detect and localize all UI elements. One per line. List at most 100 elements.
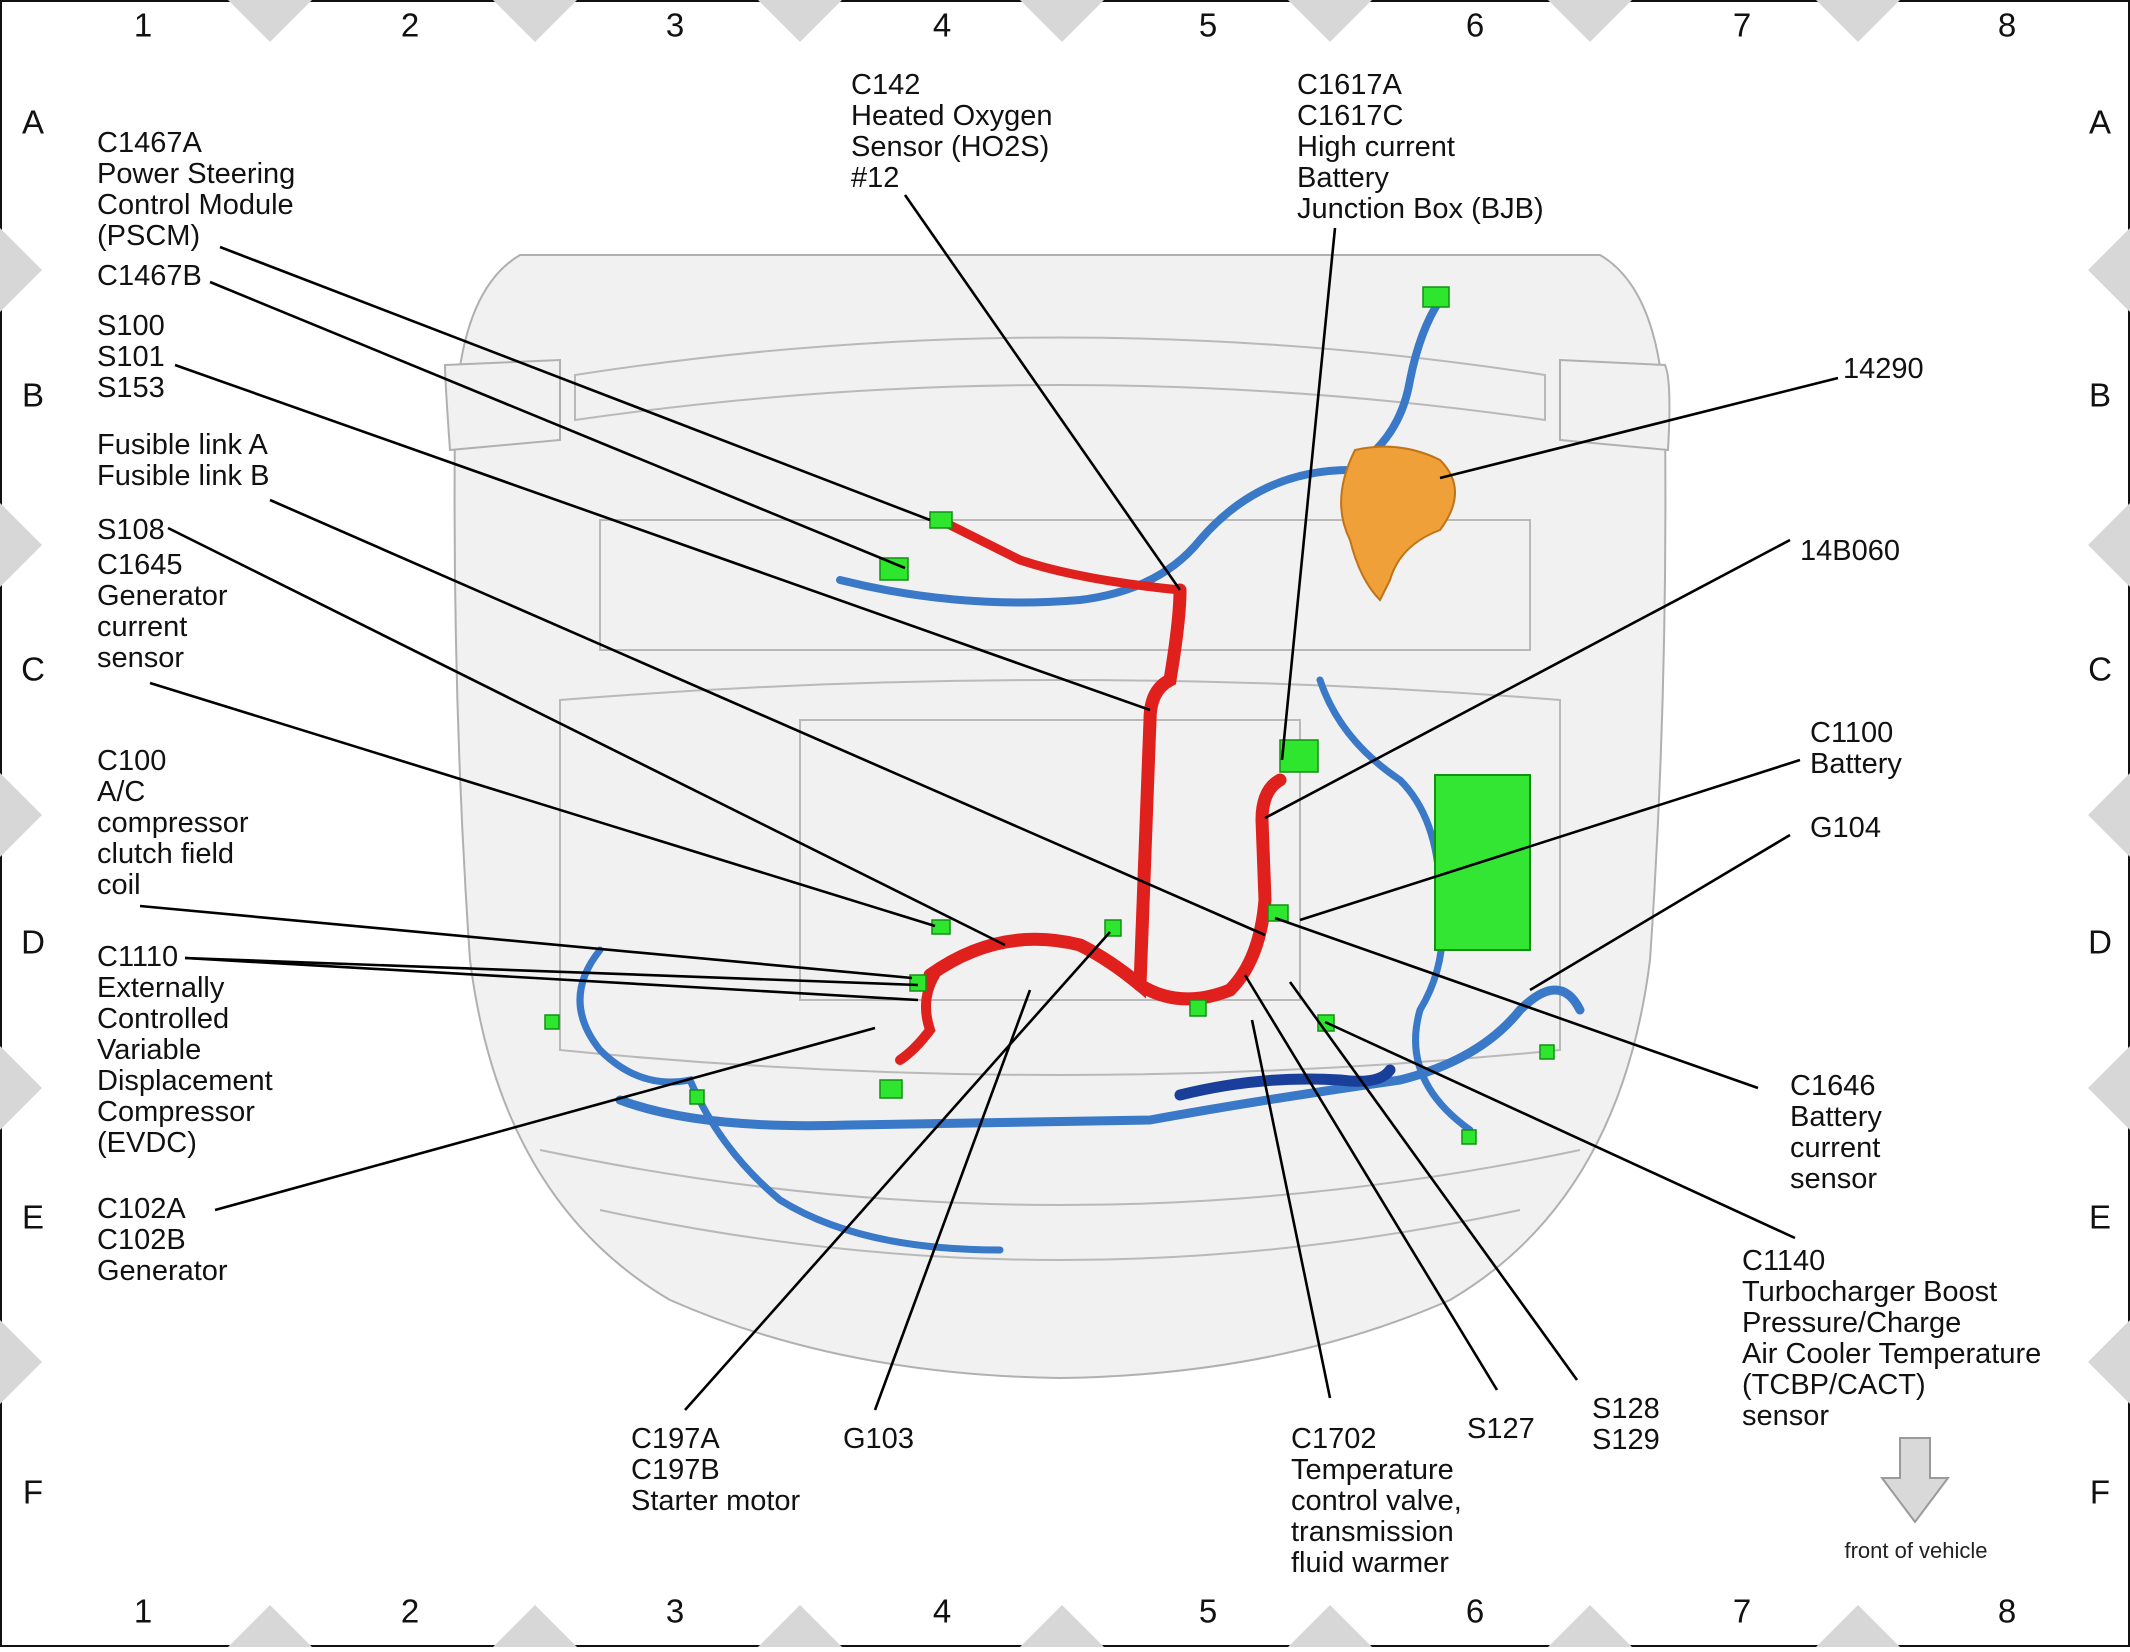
grid-column-top-3: 3	[666, 7, 684, 44]
callout-c1467b-line-0: C1467B	[97, 260, 202, 292]
grid-column-top-7: 7	[1733, 7, 1751, 44]
grid-column-bottom-3: 3	[666, 1593, 684, 1630]
callout-c1617-line-3: Battery	[1297, 162, 1389, 194]
border-diamond-bottom-2	[758, 1605, 842, 1652]
callout-c1140-line-1: Turbocharger Boost	[1742, 1276, 1997, 1308]
leader-line-g104	[1529, 833, 1791, 992]
leader-line-s127	[1243, 974, 1499, 1391]
border-diamond-bottom-0	[228, 1605, 312, 1652]
grid-row-right-B: B	[2089, 377, 2111, 414]
callout-c1140-line-4: (TCBP/CACT)	[1742, 1369, 1926, 1401]
callout-c1617-line-1: C1617C	[1297, 100, 1403, 132]
callout-c1646-line-3: sensor	[1790, 1163, 1877, 1195]
border-diamond-bottom-1	[493, 1605, 577, 1652]
grid-row-right-C: C	[2088, 651, 2112, 688]
grid-column-bottom-7: 7	[1733, 1593, 1751, 1630]
callout-s128-line-0: S128	[1592, 1393, 1660, 1425]
leader-line-c1140	[1324, 1020, 1796, 1240]
border-diamond-top-6	[1816, 0, 1900, 42]
callout-c102-line-1: C102B	[97, 1224, 186, 1256]
callout-c1702-line-4: fluid warmer	[1291, 1547, 1449, 1579]
callout-c1646-line-2: current	[1790, 1132, 1880, 1164]
battery	[1434, 774, 1531, 951]
connector-ho2s	[1422, 286, 1450, 308]
connector-left-2	[689, 1089, 705, 1105]
callout-g104: G104	[1810, 812, 1881, 844]
callout-c102-line-0: C102A	[97, 1193, 186, 1225]
callout-c1140-line-3: Air Cooler Temperature	[1742, 1338, 2041, 1370]
leader-line-n14b060	[1264, 538, 1791, 820]
callout-c1110-line-5: Compressor	[97, 1096, 255, 1128]
leader-line-c1467a	[219, 245, 931, 522]
callout-s108-line-0: S108	[97, 514, 165, 546]
leader-line-s100	[174, 363, 1151, 712]
red-harness-upper	[935, 515, 1185, 595]
callout-c1617-line-0: C1617A	[1297, 69, 1402, 101]
grid-row-right-E: E	[2089, 1199, 2111, 1236]
leader-line-c1645	[149, 681, 936, 928]
grid-row-left-C: C	[21, 651, 45, 688]
callout-c102-line-2: Generator	[97, 1255, 228, 1287]
leader-line-c142	[903, 194, 1182, 591]
callout-c1110-line-0: C1110	[97, 941, 178, 973]
callout-s108: S108	[97, 514, 165, 546]
grid-column-top-2: 2	[401, 7, 419, 44]
border-diamond-left-1	[0, 503, 42, 587]
leader-line-fusible	[269, 498, 1266, 937]
leader-line-n14290	[1439, 376, 1839, 480]
connector-battery-sensor	[1267, 904, 1289, 922]
callout-s100-line-1: S101	[97, 341, 165, 373]
border-diamond-right-3	[2088, 1046, 2130, 1130]
connector-right-1	[1539, 1044, 1555, 1060]
callout-c1702-line-0: C1702	[1291, 1423, 1376, 1455]
border-diamond-right-0	[2088, 228, 2130, 312]
callout-c1110-line-1: Externally	[97, 972, 225, 1004]
callout-c1110-line-6: (EVDC)	[97, 1127, 197, 1159]
callout-c142-line-3: #12	[851, 162, 899, 194]
border-diamond-bottom-6	[1816, 1605, 1900, 1652]
callout-c1645-line-1: Generator	[97, 580, 228, 612]
callout-s100-line-2: S153	[97, 372, 165, 404]
grid-row-right-D: D	[2088, 924, 2112, 961]
callout-c197-line-1: C197B	[631, 1454, 720, 1486]
leader-line-c100	[139, 904, 913, 980]
leader-line-c1617	[1280, 227, 1337, 761]
vehicle-fender-left	[443, 358, 561, 452]
blue-harness-upper	[836, 296, 1444, 607]
grid-row-left-D: D	[21, 924, 45, 961]
callout-c1645-line-2: current	[97, 611, 187, 643]
blue-harness-left-loop	[576, 946, 1004, 1254]
leader-line-c1646	[1274, 916, 1759, 1090]
callout-c1617-line-2: High current	[1297, 131, 1455, 163]
border-diamond-left-0	[0, 228, 42, 312]
border-diamond-bottom-3	[1020, 1605, 1104, 1652]
harness-connectors	[544, 286, 1555, 1145]
callout-c1140-line-2: Pressure/Charge	[1742, 1307, 1961, 1339]
callout-c1645-line-3: sensor	[97, 642, 184, 674]
leader-line-c1110	[184, 956, 919, 987]
callout-s127: S127	[1467, 1413, 1535, 1445]
callout-c1617-line-4: Junction Box (BJB)	[1297, 193, 1544, 225]
callout-c1100-line-1: Battery	[1810, 748, 1902, 780]
callout-c142-line-0: C142	[851, 69, 920, 101]
callout-c1110-line-2: Controlled	[97, 1003, 229, 1035]
leader-lines	[139, 194, 1839, 1411]
connector-left-1	[544, 1014, 560, 1030]
callout-c1467a-line-3: (PSCM)	[97, 220, 200, 252]
connector-lower-left	[879, 1079, 903, 1099]
connector-right-2	[1461, 1129, 1477, 1145]
front-of-vehicle-arrow	[1880, 1437, 1950, 1524]
callout-n14290: 14290	[1843, 353, 1924, 385]
grid-column-top-4: 4	[933, 7, 951, 44]
leader-line-s128	[1288, 981, 1579, 1381]
leader-line-c1467b	[209, 280, 906, 570]
leader-line-c1110-1	[184, 956, 919, 1002]
